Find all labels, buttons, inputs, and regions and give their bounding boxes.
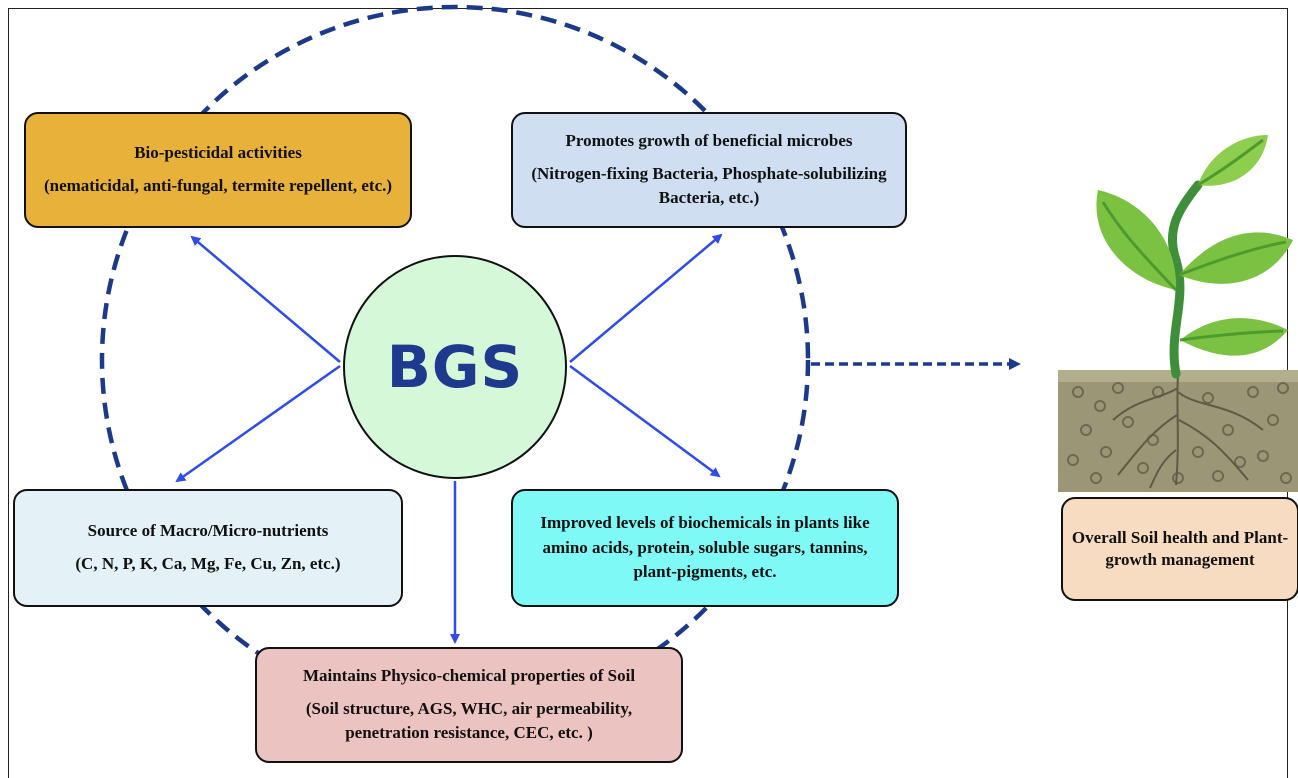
soil-pebbles bbox=[1067, 382, 1292, 484]
arrow-to-biochemicals bbox=[569, 364, 721, 478]
nutrients-box: Source of Macro/Micro-nutrients (C, N, P… bbox=[13, 489, 403, 607]
outcome-title: Overall Soil health and Plant-growth man… bbox=[1071, 527, 1289, 569]
biochemicals-title: Improved levels of biochemicals in plant… bbox=[540, 513, 870, 582]
plant-leaves bbox=[1096, 135, 1293, 356]
plant-stem bbox=[1168, 180, 1203, 379]
microbes-detail: (Nitrogen-fixing Bacteria, Phosphate-sol… bbox=[531, 163, 887, 208]
plant-in-soil-icon bbox=[1058, 135, 1298, 492]
arrow-to-microbes bbox=[569, 233, 723, 363]
arrow-to-biopesticidal bbox=[190, 235, 341, 363]
biopesticidal-box: Bio-pesticidal activities (nematicidal, … bbox=[24, 112, 412, 228]
bgs-center-node: BGS bbox=[343, 255, 567, 479]
bgs-label: BGS bbox=[386, 333, 524, 401]
soil-properties-detail: (Soil structure, AGS, WHC, air permeabil… bbox=[305, 698, 633, 743]
biochemicals-box: Improved levels of biochemicals in plant… bbox=[511, 489, 899, 607]
soil-properties-box: Maintains Physico-chemical properties of… bbox=[255, 647, 683, 763]
soil-properties-title: Maintains Physico-chemical properties of… bbox=[302, 666, 636, 686]
microbes-box: Promotes growth of beneficial microbes (… bbox=[511, 112, 907, 228]
outcome-box: Overall Soil health and Plant-growth man… bbox=[1061, 497, 1298, 601]
nutrients-detail: (C, N, P, K, Ca, Mg, Fe, Cu, Zn, etc.) bbox=[75, 554, 341, 573]
biopesticidal-detail: (nematicidal, anti-fungal, termite repel… bbox=[43, 176, 393, 195]
biopesticidal-title: Bio-pesticidal activities bbox=[134, 143, 302, 163]
plant-roots bbox=[1112, 373, 1264, 489]
nutrients-title: Source of Macro/Micro-nutrients bbox=[87, 521, 329, 541]
microbes-title: Promotes growth of beneficial microbes bbox=[565, 131, 853, 151]
arrow-to-nutrients bbox=[175, 364, 341, 483]
